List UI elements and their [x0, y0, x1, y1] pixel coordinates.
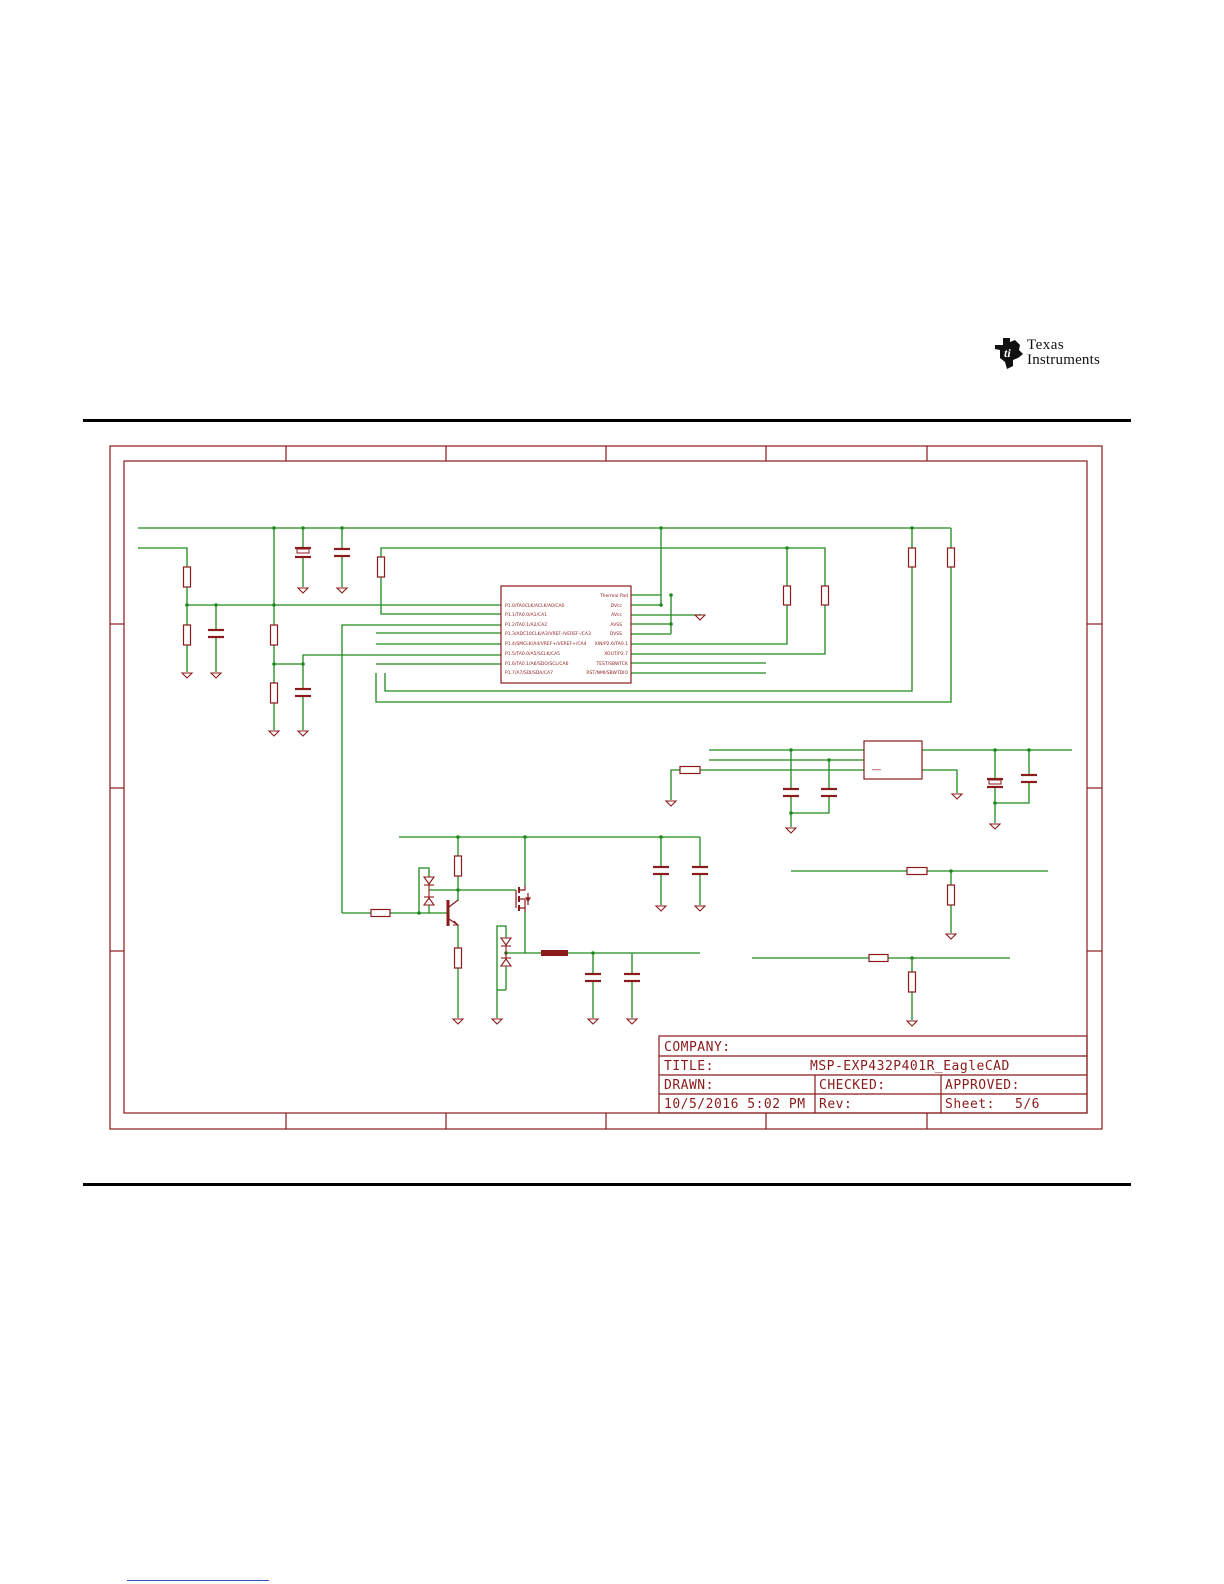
regulator-ic: __ [863, 740, 923, 780]
drawn-label: DRAWN: [664, 1078, 714, 1093]
bottom-rule [83, 1183, 1131, 1186]
tvs-diode-1 [422, 876, 436, 906]
ic-pin-label: TEST/SBWTCK [595, 661, 629, 667]
ic-pin-label: P1.1/TA0.0/A1/CA1 [505, 612, 547, 618]
tvs-diode-2 [499, 937, 513, 967]
sheet-label: Sheet: [945, 1097, 995, 1112]
texas-state-ti-logo-icon: ti [995, 338, 1023, 369]
logo-wordmark: Texas Instruments [1027, 338, 1100, 368]
microcontroller-ic: P1.0/TA0CLK/ACLK/A0/CA0 P1.1/TA0.0/A1/CA… [500, 585, 632, 684]
ic-pin-label: P1.2/TA0.1/A2/CA2 [505, 622, 547, 628]
resistors [182, 547, 956, 993]
ic-pin-label: XIN/P2.6/TA0.1 [595, 641, 628, 647]
top-rule [83, 419, 1131, 422]
ic-right-pins: Thermal Pad DVcc AVcc AVSS DVSS XIN/P2.6… [586, 593, 629, 676]
ic-pin-label: P1.5/TA0.0/A5/SCLK/CA5 [505, 651, 560, 657]
title-label: TITLE: [664, 1059, 714, 1074]
ic-pin-label: P1.0/TA0CLK/ACLK/A0/CA0 [505, 603, 565, 609]
date-value: 10/5/2016 5:02 PM [664, 1097, 806, 1112]
texas-instruments-logo: ti Texas Instruments [993, 336, 1133, 376]
ic-pin-label: RST/NMI/SBWTDIO [586, 670, 628, 676]
logo-line2: Instruments [1027, 352, 1101, 368]
ic-pin-label: P1.6/TA0.1/A6/SDO/SCL/CA6 [505, 661, 569, 667]
title-value: MSP-EXP432P401R_EagleCAD [810, 1059, 1010, 1074]
ic-pin-label: AVSS [610, 622, 622, 628]
ferrite-bead [541, 950, 568, 956]
ic-pin-label: Thermal Pad [599, 593, 628, 599]
title-block: COMPANY: TITLE: MSP-EXP432P401R_EagleCAD… [658, 1035, 1088, 1114]
wires [138, 527, 1072, 1020]
capacitors [208, 546, 1037, 983]
footer-link-underline[interactable] [127, 1580, 269, 1581]
approved-label: APPROVED: [945, 1078, 1020, 1093]
drawing-frame [109, 445, 1103, 1130]
checked-label: CHECKED: [819, 1078, 886, 1093]
company-label: COMPANY: [664, 1040, 731, 1055]
npn-transistor [446, 899, 460, 926]
ground-symbols [180, 587, 1002, 1027]
ic-pin-label: AVcc [611, 612, 622, 618]
polarized-cap-marks [296, 548, 1002, 785]
ic-pin-label: XOUT/P2.7 [604, 651, 628, 657]
rev-label: Rev: [819, 1097, 852, 1112]
svg-text:ti: ti [1004, 346, 1011, 360]
ic-pin-label: DVSS [610, 631, 622, 637]
mosfet [515, 886, 532, 912]
ic-pin-label: P1.4/SMCLK/A4/VREF+/VEREF+/CA4 [505, 641, 587, 647]
regulator-pin-label: __ [871, 761, 882, 771]
ic-left-pins: P1.0/TA0CLK/ACLK/A0/CA0 P1.1/TA0.0/A1/CA… [505, 603, 591, 676]
junctions [185, 526, 1031, 960]
ic-pin-label: DVcc [611, 603, 623, 609]
sheet-value: 5/6 [1015, 1097, 1040, 1112]
logo-line1: Texas [1027, 337, 1065, 353]
ic-pin-label: P1.3/ADC10CLK/A3/VREF-/VEREF-/CA3 [505, 631, 591, 637]
ic-pin-label: P1.7/A7/SDI/SDA/CA7 [505, 670, 553, 676]
